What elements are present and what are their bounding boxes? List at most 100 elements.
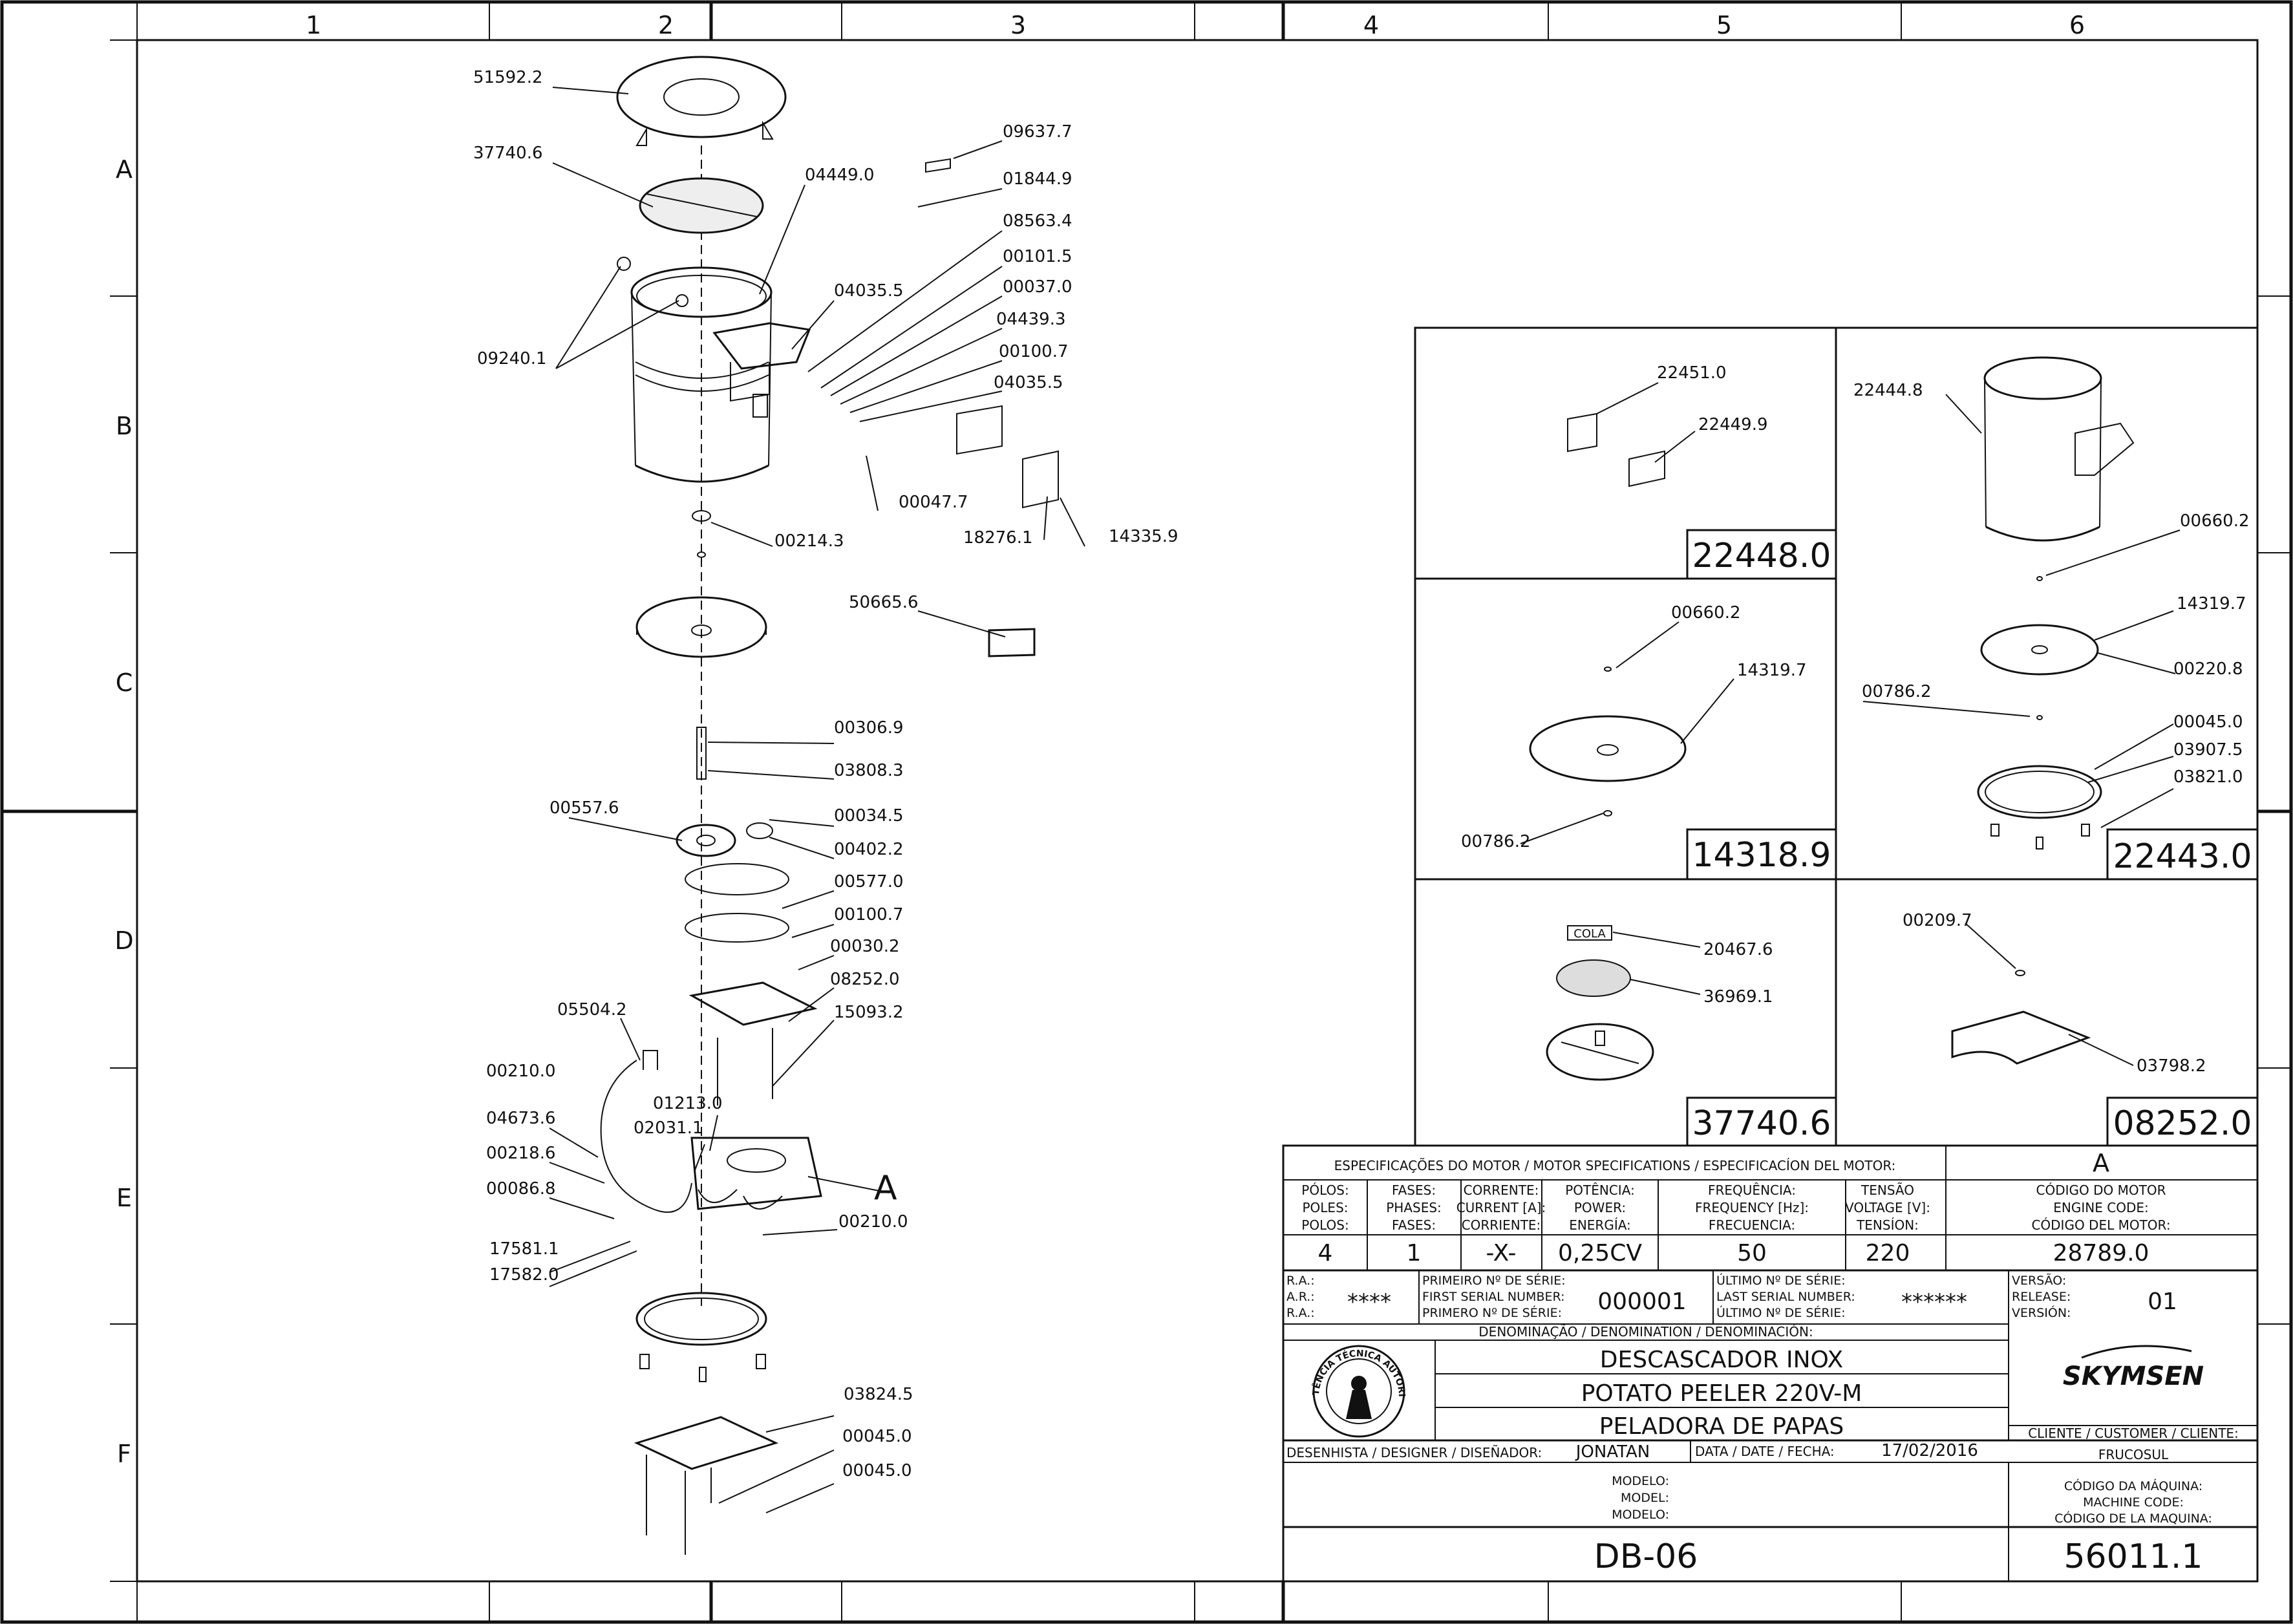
callout-label: 15093.2 [834,1003,904,1022]
engine-code-label: CÓDIGO DEL MOTOR: [2031,1217,2170,1233]
ra-label: R.A.: [1286,1306,1315,1320]
callout-label: 17582.0 [489,1265,559,1285]
detail-letter: A [874,1169,897,1208]
version-label: RELEASE: [2012,1290,2071,1304]
designer-label: DESENHISTA / DESIGNER / DISEÑADOR: [1286,1445,1542,1460]
callout-label: 04035.5 [994,373,1063,392]
current-label: CORRENTE: [1464,1182,1539,1198]
last-serial-value: ****** [1901,1289,1967,1315]
callout-label: 00086.8 [486,1179,556,1199]
phases-value: 1 [1407,1240,1422,1266]
callout-label: 50665.6 [849,593,919,612]
callout-label: 00100.7 [999,342,1069,361]
callout-label: 17581.1 [489,1239,559,1259]
engine-code-value: 28789.0 [2053,1240,2149,1266]
voltage-value: 220 [1866,1240,1910,1266]
callout-label: 00210.0 [838,1212,908,1232]
voltage-label: TENSÍON: [1856,1217,1919,1233]
callout-label: 00045.0 [842,1461,912,1480]
frequency-label: FRECUENCIA: [1709,1217,1795,1233]
callout-label: 04449.0 [805,166,875,185]
engine-code-label: CÓDIGO DO MOTOR [2036,1182,2166,1198]
detail-code: 22448.0 [1692,537,1831,575]
customer-label: CLIENTE / CUSTOMER / CLIENTE: [2028,1426,2239,1441]
last-serial-label: ÚLTIMO Nº DE SÉRIE: [1716,1272,1846,1288]
poles-label: POLOS: [1301,1217,1349,1233]
detail-code: 08252.0 [2113,1104,2252,1143]
power-label: POTÊNCIA: [1565,1182,1635,1198]
customer-value: FRUCOSUL [2098,1447,2169,1462]
frequency-value: 50 [1737,1240,1767,1266]
voltage-label: VOLTAGE [V]: [1845,1200,1930,1215]
callout-label: 00100.7 [834,905,904,924]
frequency-label: FREQUÊNCIA: [1708,1182,1796,1198]
column-label-5: 5 [1716,11,1732,39]
phases-label: FASES: [1392,1217,1436,1233]
exploded-view [600,56,1059,1555]
power-label: POWER: [1574,1200,1626,1215]
drawing-number: DB-06 [1594,1537,1698,1576]
callout-label: 00101.5 [1003,247,1072,266]
column-label-2: 2 [658,11,674,39]
ra-label: A.R.: [1286,1290,1315,1304]
poles-value: 4 [1318,1240,1333,1266]
leader-lines [549,87,1085,1513]
detail-part-label: 22444.8 [1853,381,1923,400]
callout-label: 18276.1 [963,528,1033,548]
callout-label: 01844.9 [1003,169,1072,189]
callout-label: 00577.0 [834,872,904,892]
current-label: CURRENT [A]: [1456,1200,1546,1215]
brand-logo: SKYMSEN [2063,1362,2204,1391]
machine-code-label: CÓDIGO DE LA MAQUINA: [2054,1510,2212,1526]
detail-part-label: 14319.7 [2177,594,2246,614]
callout-label: 00037.0 [1003,277,1072,297]
brand-swoosh [2081,1345,2192,1359]
callout-label: 02031.1 [634,1118,703,1138]
callout-label: 00034.5 [834,806,904,826]
detail-part-label: 00786.2 [1862,682,1932,701]
motor-spec-header: ESPECIFICAÇÕES DO MOTOR / MOTOR SPECIFIC… [1334,1158,1896,1173]
version-label: VERSÃO: [2012,1273,2066,1288]
title-block [1282,1144,2259,1583]
denomination-label: DENOMINAÇÃO / DENOMINATION / DENOMINACIÓ… [1478,1324,1813,1340]
designer-value: JONATAN [1575,1442,1650,1462]
power-label: ENERGÍA: [1569,1217,1631,1233]
first-serial-label: PRIMEIRO Nº DE SÉRIE: [1422,1273,1566,1288]
denomination-line: POTATO PEELER 220V-M [1581,1380,1862,1407]
motor-header-value: A [2093,1149,2109,1177]
detail-part-label: 03907.5 [2173,740,2243,760]
callout-label: 03808.3 [834,761,904,780]
last-serial-label: LAST SERIAL NUMBER: [1716,1290,1855,1304]
last-serial-label: ÚLTIMO Nº DE SÉRIE: [1716,1305,1846,1320]
detail-code: 22443.0 [2113,837,2252,876]
detail-part-label: 22449.9 [1698,415,1768,434]
callout-label: 00306.9 [834,718,904,738]
callout-label: 04035.5 [834,281,904,301]
callout-label: 08252.0 [830,970,900,989]
detail-part-label: 00045.0 [2173,712,2243,732]
date-value: 17/02/2016 [1881,1441,1978,1460]
detail-code: 14318.9 [1692,836,1831,875]
serial-info: R.A.: A.R.: R.A.: **** PRIMEIRO Nº DE SÉ… [1286,1272,2177,1320]
first-serial-label: FIRST SERIAL NUMBER: [1422,1290,1565,1304]
row-label-e: E [116,1184,132,1212]
power-value: 0,25CV [1558,1240,1642,1266]
detail-part-label: 03821.0 [2173,767,2243,787]
version-label: VERSIÓN: [2012,1305,2071,1320]
row-label-b: B [116,412,133,440]
motor-spec: ESPECIFICAÇÕES DO MOTOR / MOTOR SPECIFIC… [1301,1149,2170,1266]
date-label: DATA / DATE / FECHA: [1695,1444,1835,1459]
callout-label: 09240.1 [477,349,547,369]
callout-label: 00030.2 [830,937,900,956]
detail-part-label: 36969.1 [1703,987,1773,1007]
detail-part-label: 00660.2 [1671,603,1741,623]
detail-panels [1414,326,2259,1147]
callout-label: 09637.7 [1003,122,1072,142]
callout-label: 00045.0 [842,1427,912,1446]
machine-code-label: CÓDIGO DA MÁQUINA: [2064,1478,2202,1493]
ra-label: R.A.: [1286,1274,1315,1288]
voltage-label: TENSÃO [1861,1182,1914,1198]
ra-value: **** [1347,1289,1391,1315]
version-value: 01 [2148,1288,2177,1315]
